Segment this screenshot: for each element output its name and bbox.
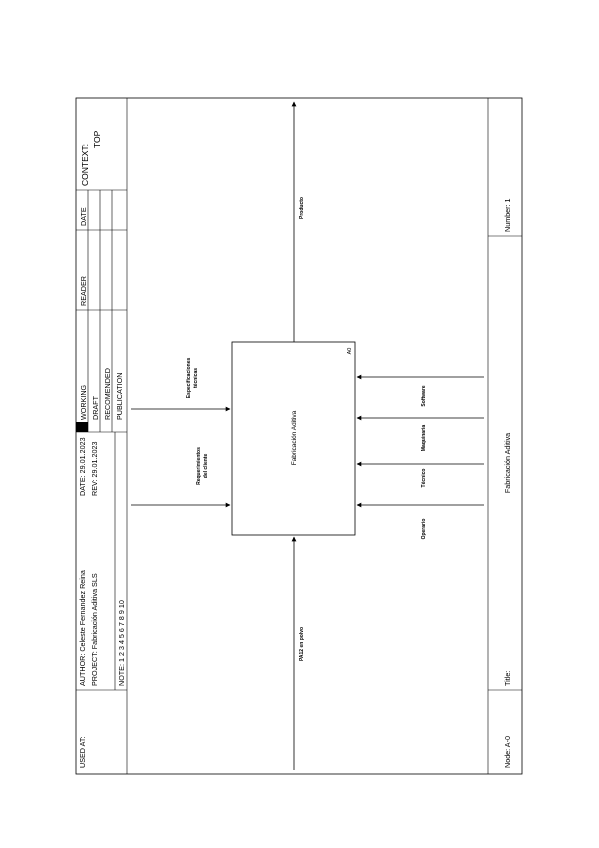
- control-label-specs-2: técnicas: [193, 368, 199, 388]
- author-field: AUTHOR: Celeste Fernandez Reina: [78, 570, 87, 686]
- activity-box-id: A0: [347, 348, 353, 355]
- activity-box-a0: [231, 341, 356, 536]
- reader-label: READER: [79, 276, 88, 306]
- title-value: Fabricación Aditiva: [503, 433, 512, 493]
- project-field: PROJECT: Fabricación Aditiva SLS: [90, 573, 99, 686]
- control-label-requirements-2: del cliente: [203, 454, 209, 479]
- context-value: TOP: [92, 130, 102, 148]
- date-column-label: DATE: [79, 207, 88, 226]
- mechanism-label-technician: Técnico: [421, 469, 427, 488]
- status-publication: PUBLICATION: [115, 373, 124, 420]
- status-draft: DRAFT: [91, 395, 100, 420]
- notes-field: NOTE: 1 2 3 4 5 6 7 8 9 10: [117, 600, 126, 686]
- mechanism-label-software: Software: [421, 385, 427, 406]
- number-label: Number: 1: [503, 198, 512, 232]
- node-label: Node: A-0: [503, 736, 512, 768]
- status-working: WORKING: [79, 384, 88, 420]
- mechanism-label-machinery: Maquinaria: [421, 425, 427, 452]
- input-label-materials: PA12 en polvo: [299, 627, 305, 661]
- mechanism-label-operator: Operario: [421, 519, 427, 540]
- used-at-label: USED AT:: [78, 737, 87, 768]
- working-marker: [76, 422, 88, 432]
- control-label-requirements-1: Requerimientos: [196, 447, 202, 485]
- title-label: Title:: [503, 671, 512, 686]
- control-label-specs-1: Especificaciones: [186, 357, 192, 398]
- context-label: CONTEXT:: [80, 144, 90, 186]
- sheet-frame: [75, 97, 523, 775]
- date-field: DATE: 29.01.2023: [78, 437, 87, 496]
- activity-box-label: Fabricación Aditiva: [291, 410, 298, 465]
- rev-field: REV: 29.01.2023: [90, 442, 99, 496]
- status-recommended: RECOMENDED: [103, 368, 112, 420]
- output-label-product: Producto: [299, 197, 305, 219]
